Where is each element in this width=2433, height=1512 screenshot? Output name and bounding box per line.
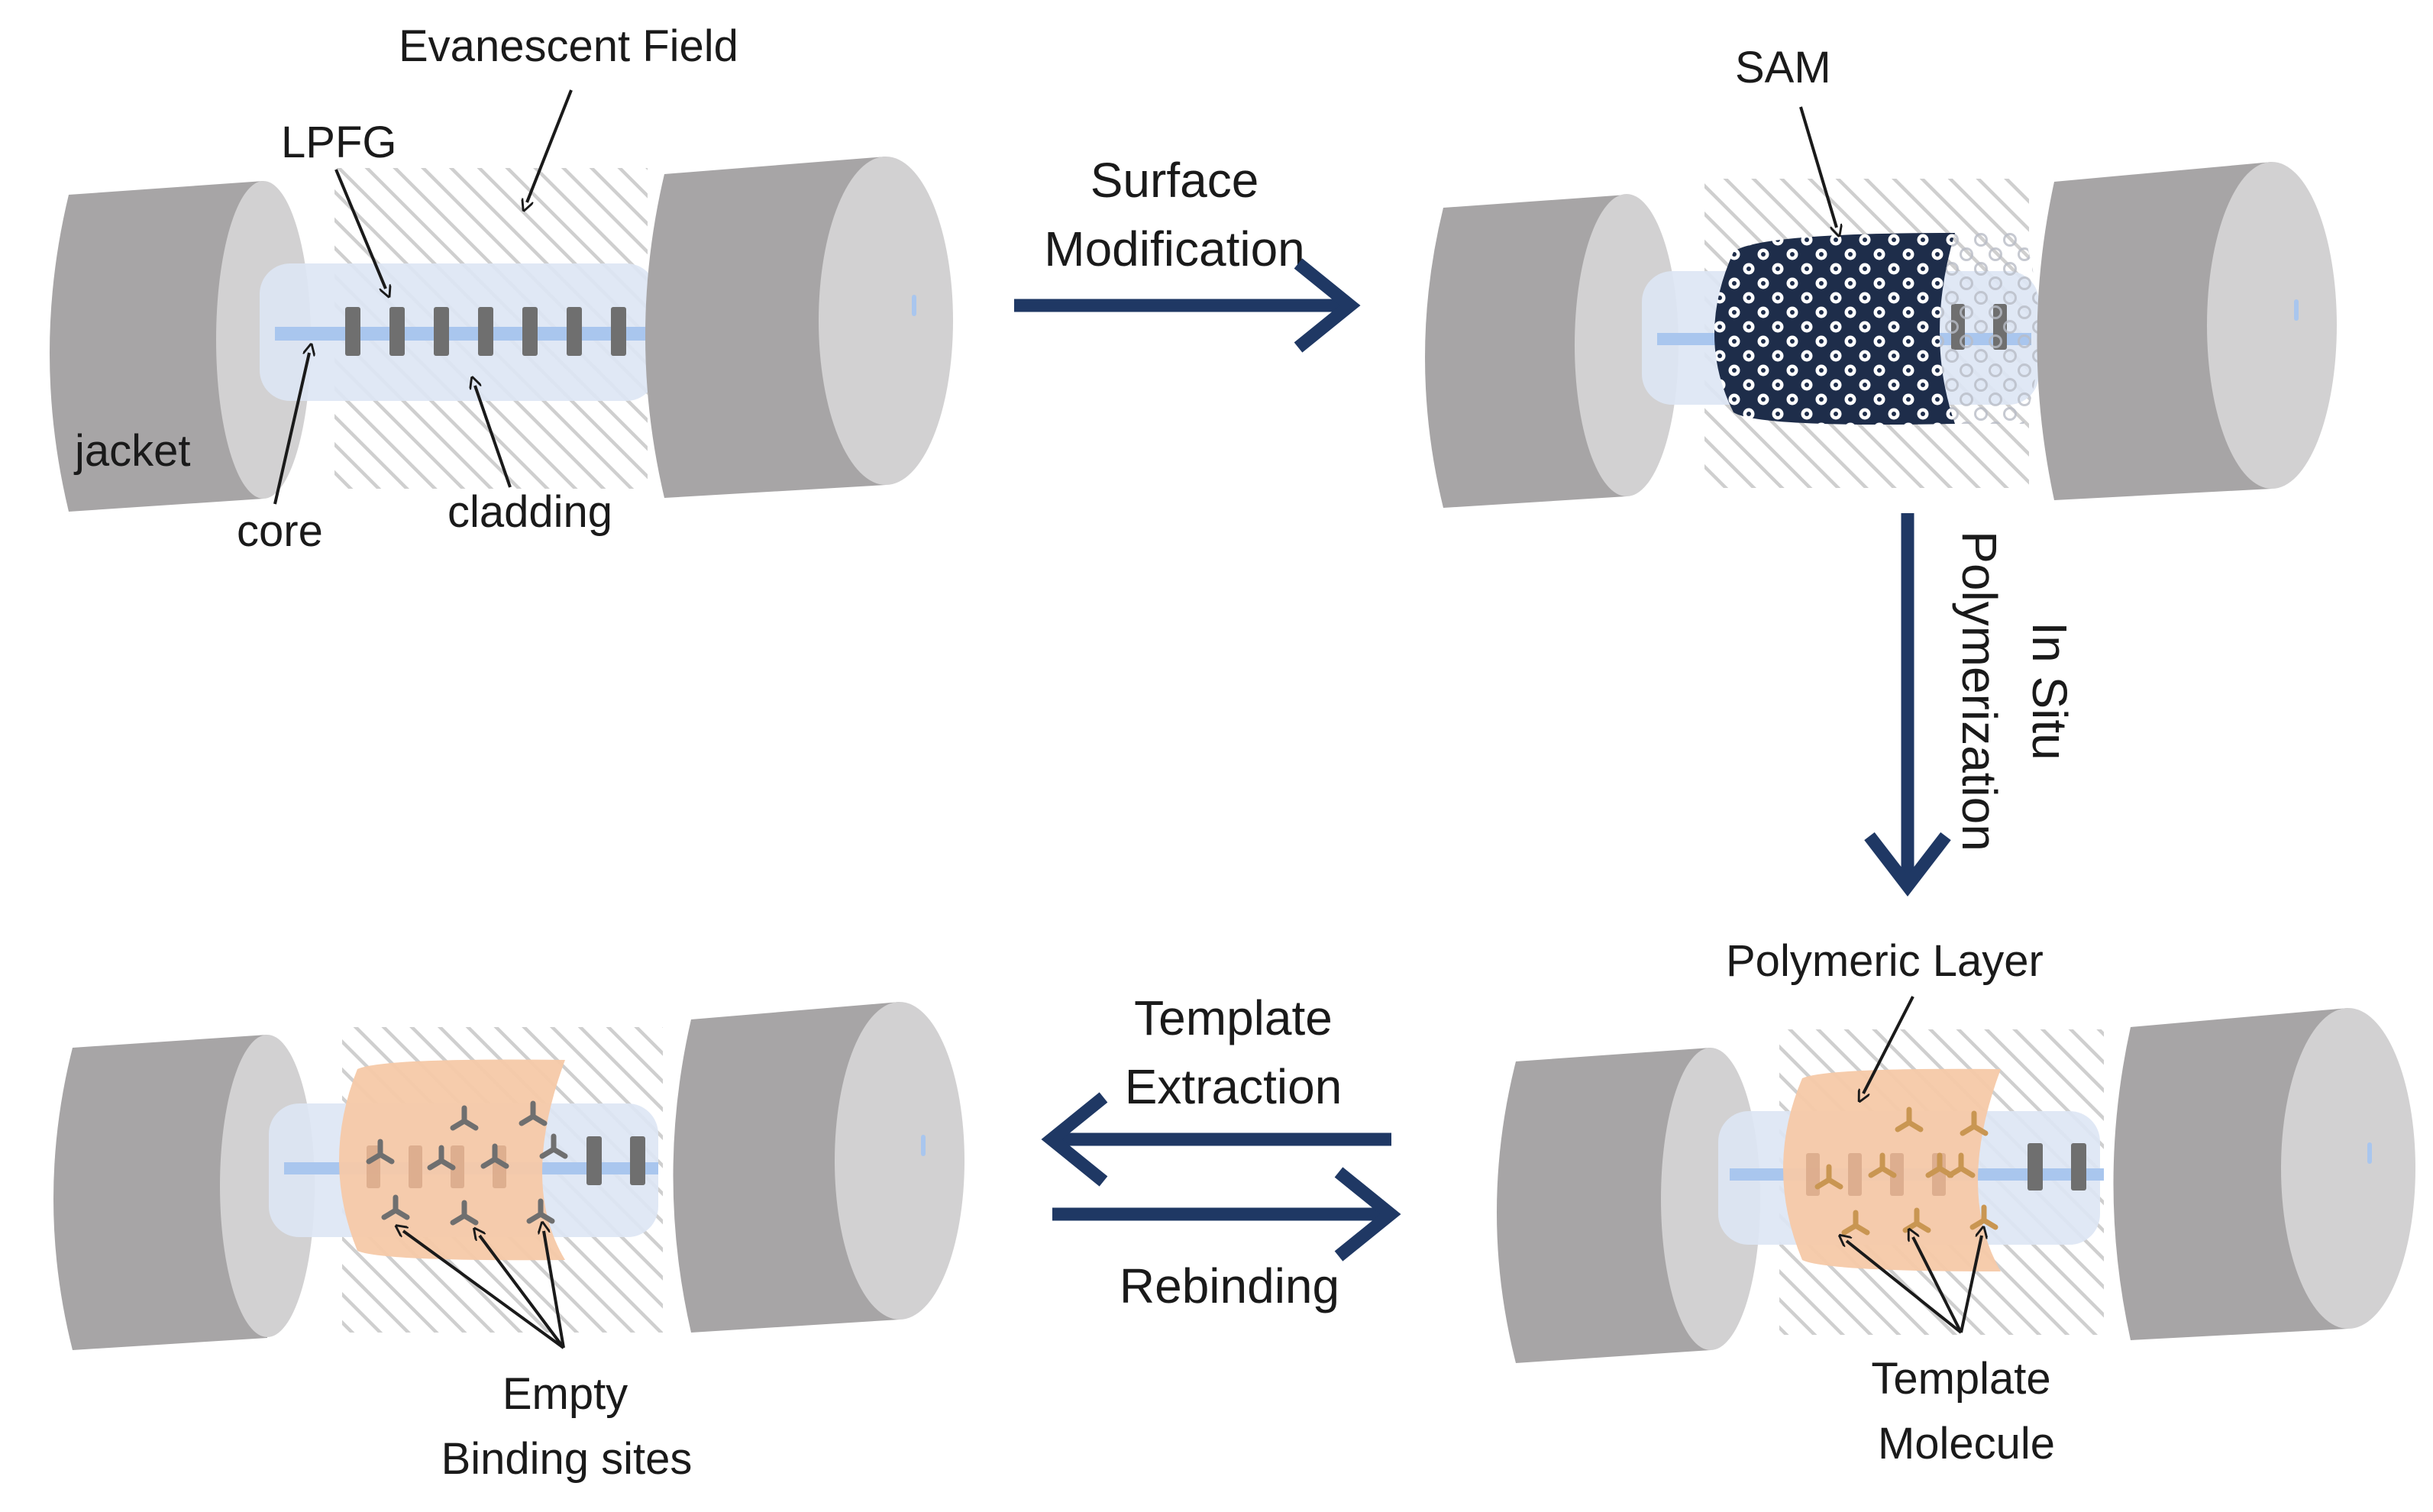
rebinding-label: Rebinding [1120, 1258, 1339, 1313]
bare-fiber-panel: Evanescent Field LPFG jacket core claddi… [50, 21, 953, 556]
extracted-right-jacket [673, 1002, 964, 1333]
template-molecule-line2: Molecule [1878, 1419, 2055, 1468]
template-extraction-line1: Template [1134, 990, 1333, 1045]
template-extraction-line2: Extraction [1125, 1059, 1343, 1114]
polymer-right-jacket [2113, 1008, 2415, 1340]
extracted-fiber-panel: Empty Binding sites [53, 1002, 964, 1484]
lpfg-label: LPFG [281, 118, 397, 167]
extracted-faint-grating [367, 1145, 506, 1188]
sam-label: SAM [1735, 43, 1831, 92]
lpfg-grating [345, 307, 626, 356]
surface-modification-line2: Modification [1044, 221, 1305, 276]
left-jacket [50, 181, 311, 512]
sam-left-jacket [1425, 194, 1679, 508]
in-situ-line1: In Situ [2022, 622, 2077, 760]
sam-right-jacket [2037, 162, 2337, 500]
jacket-label: jacket [73, 426, 191, 476]
empty-sites-line2: Binding sites [441, 1434, 693, 1484]
cladding-label: cladding [448, 487, 612, 537]
evanescent-field-label: Evanescent Field [399, 21, 738, 71]
polymeric-layer-label: Polymeric Layer [1726, 936, 2044, 986]
in-situ-polymerization-step: In Situ Polymerization [1864, 513, 2077, 897]
polymer-fiber-panel: Polymeric Layer Template Molecule [1497, 936, 2415, 1468]
right-jacket [645, 157, 953, 498]
polymer-faint-grating [1806, 1153, 1946, 1196]
template-molecule-line1: Template [1871, 1354, 2050, 1404]
sam-coating [1714, 233, 1955, 425]
surface-modification-line1: Surface [1090, 153, 1259, 208]
empty-sites-line1: Empty [502, 1369, 628, 1419]
fiber-core [275, 327, 657, 341]
polymer-exposed-grating [2028, 1143, 2086, 1191]
extraction-rebinding-steps: Template Extraction Rebinding [1041, 990, 1401, 1313]
extracted-exposed-grating [586, 1136, 645, 1185]
in-situ-line2: Polymerization [1952, 531, 2007, 851]
core-label: core [237, 506, 323, 556]
sam-fiber-panel: SAM [1425, 43, 2337, 508]
sam-faint-edge [1932, 233, 2039, 424]
surface-modification-step: Surface Modification [1014, 153, 1361, 353]
